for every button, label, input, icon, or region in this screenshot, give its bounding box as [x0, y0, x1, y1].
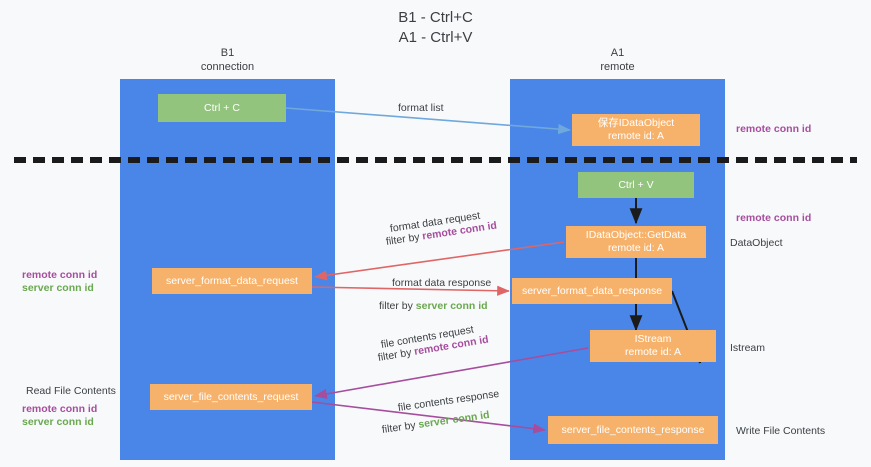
annotation-right-remote-conn-id-mid: remote conn id — [736, 212, 812, 224]
filter-key-server-conn-id: server conn id — [415, 300, 488, 312]
node-ctrl-v[interactable]: Ctrl + V — [578, 172, 694, 198]
lane-header-a1-sublabel: remote — [600, 61, 635, 73]
node-idataobject-getdata-label: IDataObject::GetData — [585, 229, 687, 241]
node-save-idataobject[interactable]: 保存IDataObject remote id: A — [572, 114, 700, 146]
node-server-file-contents-request[interactable]: server_file_contents_request — [150, 384, 312, 410]
node-server-file-contents-response[interactable]: server_file_contents_response — [548, 416, 718, 444]
node-server-file-contents-request-label: server_file_contents_request — [163, 390, 299, 403]
phase-divider-dashed-line — [14, 157, 857, 163]
edge-label-format-data-response-filter: filter by server conn id — [379, 299, 488, 313]
node-istream-label: IStream — [634, 333, 672, 345]
title-line-1: B1 - Ctrl+C — [398, 9, 473, 26]
node-ctrl-v-label: Ctrl + V — [618, 178, 654, 191]
filter-prefix: filter by — [381, 418, 420, 436]
lane-header-b1: B1 connection — [120, 46, 335, 74]
diagram-title: B1 - Ctrl+C A1 - Ctrl+V — [0, 8, 871, 48]
node-istream-sub: remote id: A — [624, 346, 682, 358]
annotation-left-server-conn-id-bottom: server conn id — [22, 416, 94, 428]
filter-prefix: filter by — [379, 300, 416, 312]
title-line-2: A1 - Ctrl+V — [398, 29, 473, 46]
annotation-left-server-conn-id-top: server conn id — [22, 282, 94, 294]
node-idataobject-getdata-sub: remote id: A — [607, 242, 665, 254]
lane-header-b1-name: B1 — [220, 47, 235, 59]
edge-label-file-contents-response-filter: filter by server conn id — [381, 408, 490, 437]
node-server-format-data-response[interactable]: server_format_data_response — [512, 278, 672, 304]
edge-label-format-list: format list — [398, 102, 444, 114]
annotation-right-dataobject: DataObject — [730, 237, 783, 249]
node-ctrl-c[interactable]: Ctrl + C — [158, 94, 286, 122]
edge-label-format-data-response: format data response — [392, 277, 492, 289]
annotation-right-remote-conn-id-top: remote conn id — [736, 123, 812, 135]
annotation-left-read-file-contents: Read File Contents — [26, 385, 116, 397]
annotation-left-remote-conn-id-bottom: remote conn id — [22, 403, 98, 415]
lane-header-b1-sublabel: connection — [200, 61, 255, 73]
filter-prefix: filter by — [385, 230, 424, 248]
annotation-right-istream: Istream — [730, 342, 766, 354]
node-server-format-data-request[interactable]: server_format_data_request — [152, 268, 312, 294]
node-server-format-data-response-label: server_format_data_response — [521, 284, 663, 297]
node-save-idataobject-sub: remote id: A — [607, 130, 665, 142]
node-server-file-contents-response-label: server_file_contents_response — [561, 423, 705, 436]
node-ctrl-c-label: Ctrl + C — [204, 101, 240, 114]
node-server-format-data-request-label: server_format_data_request — [166, 274, 298, 287]
node-istream[interactable]: IStream remote id: A — [590, 330, 716, 362]
node-idataobject-getdata[interactable]: IDataObject::GetData remote id: A — [566, 226, 706, 258]
filter-key-server-conn-id: server conn id — [417, 408, 491, 431]
node-save-idataobject-label: 保存IDataObject — [597, 117, 675, 129]
lane-header-a1: A1 remote — [510, 46, 725, 74]
lane-header-a1-name: A1 — [610, 47, 625, 59]
annotation-left-remote-conn-id-top: remote conn id — [22, 269, 98, 281]
annotation-right-write-file-contents: Write File Contents — [736, 425, 826, 437]
